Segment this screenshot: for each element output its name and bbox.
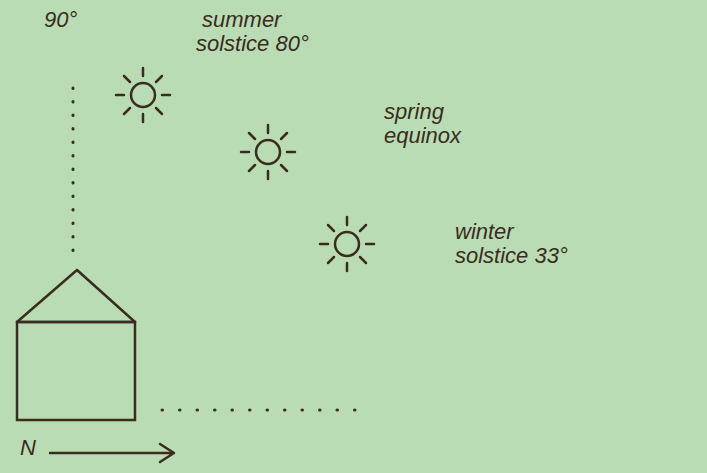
equinox-sun	[241, 125, 295, 179]
north-label: N	[20, 436, 50, 460]
winter-sun	[320, 217, 374, 271]
angle-label: 90°	[44, 8, 104, 32]
equinox-label: spring equinox	[384, 100, 488, 148]
house-wall	[17, 322, 135, 420]
solstice-label: winter solstice 33°	[455, 220, 593, 268]
zenith-dotted-line	[72, 88, 75, 255]
summer-sun	[116, 68, 170, 122]
solstice-label: summer solstice 80°	[196, 8, 334, 56]
house-roof	[17, 270, 135, 322]
north-arrow	[50, 444, 174, 462]
horizon-dotted-line	[162, 409, 372, 412]
